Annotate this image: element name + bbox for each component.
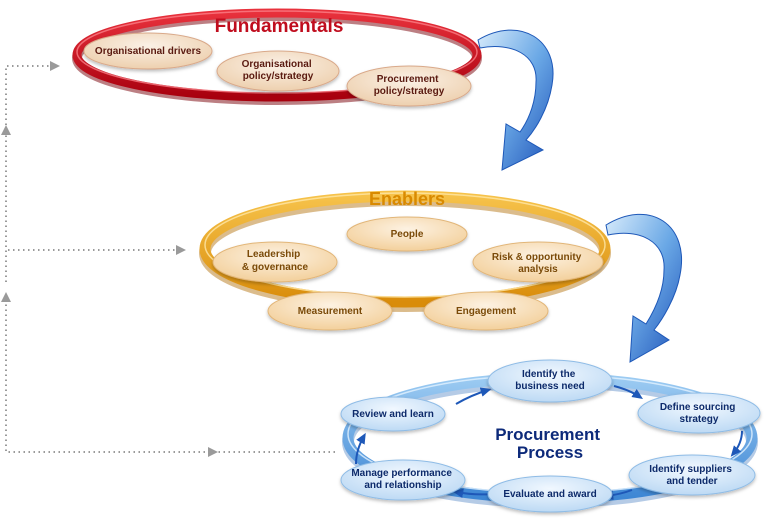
process-step [487,359,613,403]
feedback-arrowhead-up-2 [1,125,11,135]
process-title: Procurement Process [495,425,605,462]
process-step-label: Evaluate and award [503,489,596,500]
process-step [340,396,446,432]
process-step-label: Manage performance and relationship [351,468,454,491]
feedback-arrowhead-enablers [176,245,186,255]
process-step [628,454,756,496]
flow-arrow [613,385,643,399]
fundamentals-ring-group: Fundamentals Organisational drivers Orga… [72,8,482,107]
feedback-arrowhead-fundamentals [50,61,60,71]
fundamentals-item [83,32,213,70]
enablers-item [346,216,468,252]
fundamentals-item-label: Organisational policy/strategy [242,59,315,82]
process-step-label: Identify suppliers and tender [649,464,735,487]
flow-arrow [730,430,743,457]
process-step-label: Identify the business need [515,369,584,392]
fundamentals-item-label: Procurement policy/strategy [374,74,445,97]
enablers-item [472,241,604,283]
process-ring-group: Procurement Process Identify the busines… [340,359,761,513]
process-step [340,459,466,501]
enablers-ring-group: Enablers People Leadership & governance … [199,189,611,331]
enablers-title: Enablers [369,189,445,209]
process-step [487,475,613,513]
enablers-item-label: People [391,229,424,240]
enablers-item-label: Engagement [456,306,517,317]
feedback-loop [5,65,335,453]
connector-arrow-enablers-to-process [605,214,682,363]
flow-arrow [455,387,492,405]
enablers-item-label: Measurement [298,306,363,317]
feedback-arrowhead-process [208,447,218,457]
fundamentals-title: Fundamentals [215,16,344,37]
feedback-line-top [5,65,50,125]
process-step [637,392,761,434]
flow-arrow [355,432,366,465]
fundamentals-item [346,65,472,107]
fundamentals-item-label: Organisational drivers [95,46,202,57]
enablers-item-label: Leadership & governance [242,249,309,273]
enablers-item-label: Risk & opportunity analysis [492,252,584,275]
enablers-item [212,241,338,283]
process-step-label: Review and learn [352,409,434,420]
enablers-item [423,291,549,331]
fundamentals-item [216,50,340,92]
connector-arrow-fundamentals-to-enablers [477,29,554,171]
process-step-label: Define sourcing strategy [660,402,738,425]
feedback-arrowhead-up-1 [1,292,11,302]
enablers-item [267,291,393,331]
